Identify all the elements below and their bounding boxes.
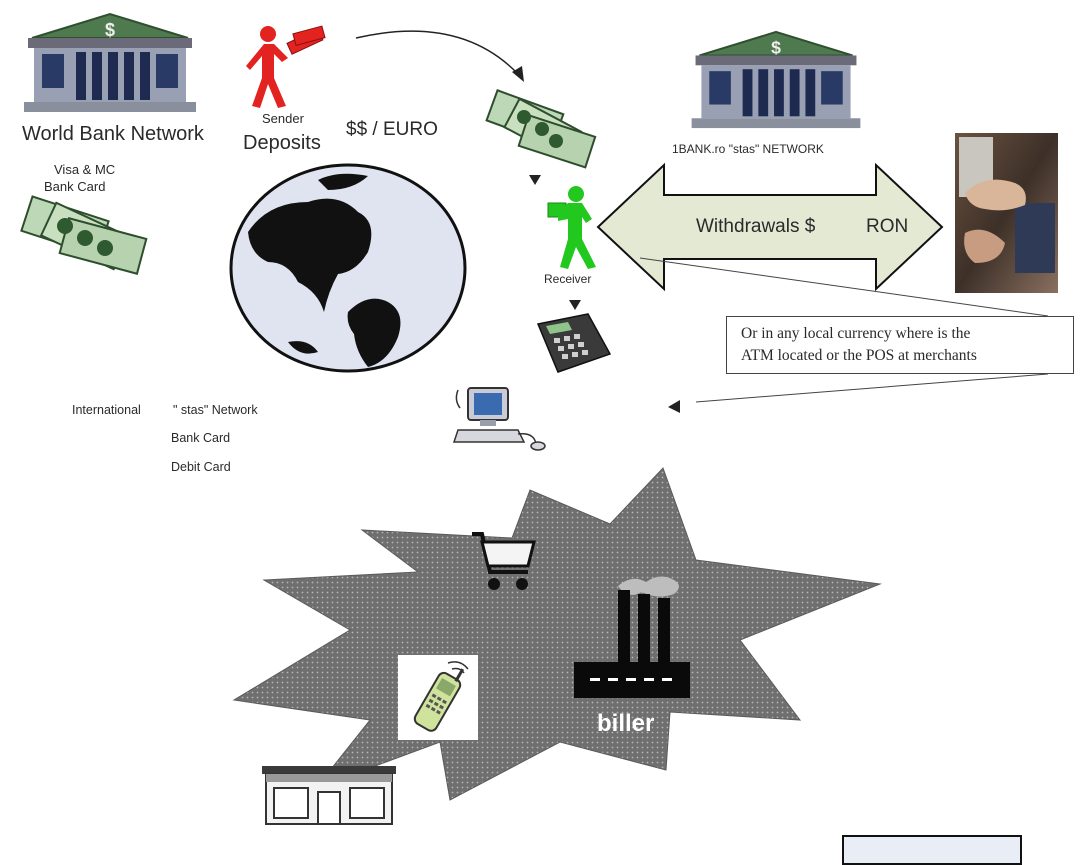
callout-line-2: ATM located or the POS at merchants	[741, 347, 977, 364]
withdrawals-double-arrow	[596, 162, 944, 292]
deposits-label: Deposits	[243, 132, 321, 154]
visa-mc-label: Visa & MC	[54, 162, 116, 177]
mobile-phone-icon	[398, 655, 478, 740]
callout-line-1: Or in any local currency where is the	[741, 325, 971, 342]
receiver-figure-icon	[547, 186, 596, 269]
factory-icon	[574, 576, 690, 698]
svg-text:$: $	[105, 20, 115, 40]
shopping-cart-icon	[472, 532, 536, 590]
svg-text:$: $	[771, 38, 781, 58]
dollar-bills-icon	[20, 195, 148, 275]
bank-ro-network-label: 1BANK.ro "stas" NETWORK	[672, 142, 824, 156]
globe-icon	[229, 163, 467, 373]
local-currency-callout: Or in any local currency where is the AT…	[726, 316, 1074, 374]
bank-building-icon-right: $	[691, 30, 861, 129]
world-bank-network-label: World Bank Network	[22, 123, 204, 145]
sender-figure-icon	[246, 25, 326, 108]
bank-building-icon: $	[24, 12, 196, 112]
withdrawals-label: Withdrawals $	[696, 216, 816, 237]
receiver-label: Receiver	[544, 272, 592, 286]
ron-label: RON	[866, 216, 909, 237]
pos-terminal-icon	[536, 313, 612, 373]
atm-photo-icon	[955, 133, 1058, 293]
partial-box	[842, 835, 1022, 865]
bank-card-label: Bank Card	[171, 431, 231, 445]
currency-label: $$ / EURO	[346, 119, 438, 140]
international-label: International	[72, 403, 141, 417]
biller-label: biller	[597, 710, 655, 737]
computer-icon	[452, 387, 546, 451]
dollar-bills-icon-middle	[485, 89, 597, 169]
debit-card-label: Debit Card	[171, 460, 231, 474]
sender-label: Sender	[262, 111, 304, 126]
stas-network-label: " stas" Network	[173, 403, 258, 417]
store-icon	[262, 766, 396, 825]
bank-card-label-left: Bank Card	[44, 179, 106, 194]
